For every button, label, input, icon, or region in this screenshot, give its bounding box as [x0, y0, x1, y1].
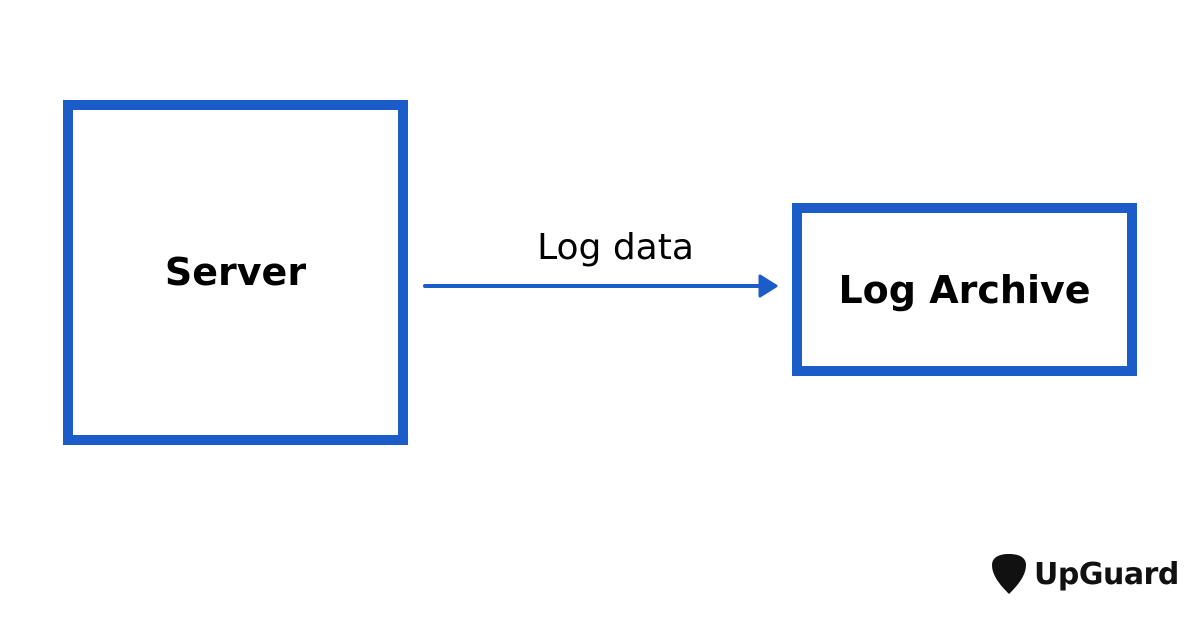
- log-archive-node: Log Archive: [792, 203, 1137, 376]
- log-archive-node-label: Log Archive: [838, 267, 1091, 312]
- server-node: Server: [63, 100, 408, 445]
- upguard-logo: UpGuard: [990, 548, 1179, 600]
- guitar-pick-icon: [992, 554, 1026, 594]
- flow-arrow: [423, 274, 778, 298]
- brand-name: UpGuard: [1034, 556, 1179, 592]
- server-node-label: Server: [164, 249, 307, 294]
- flow-arrow-head-icon: [758, 274, 778, 298]
- edge-label: Log data: [537, 227, 694, 268]
